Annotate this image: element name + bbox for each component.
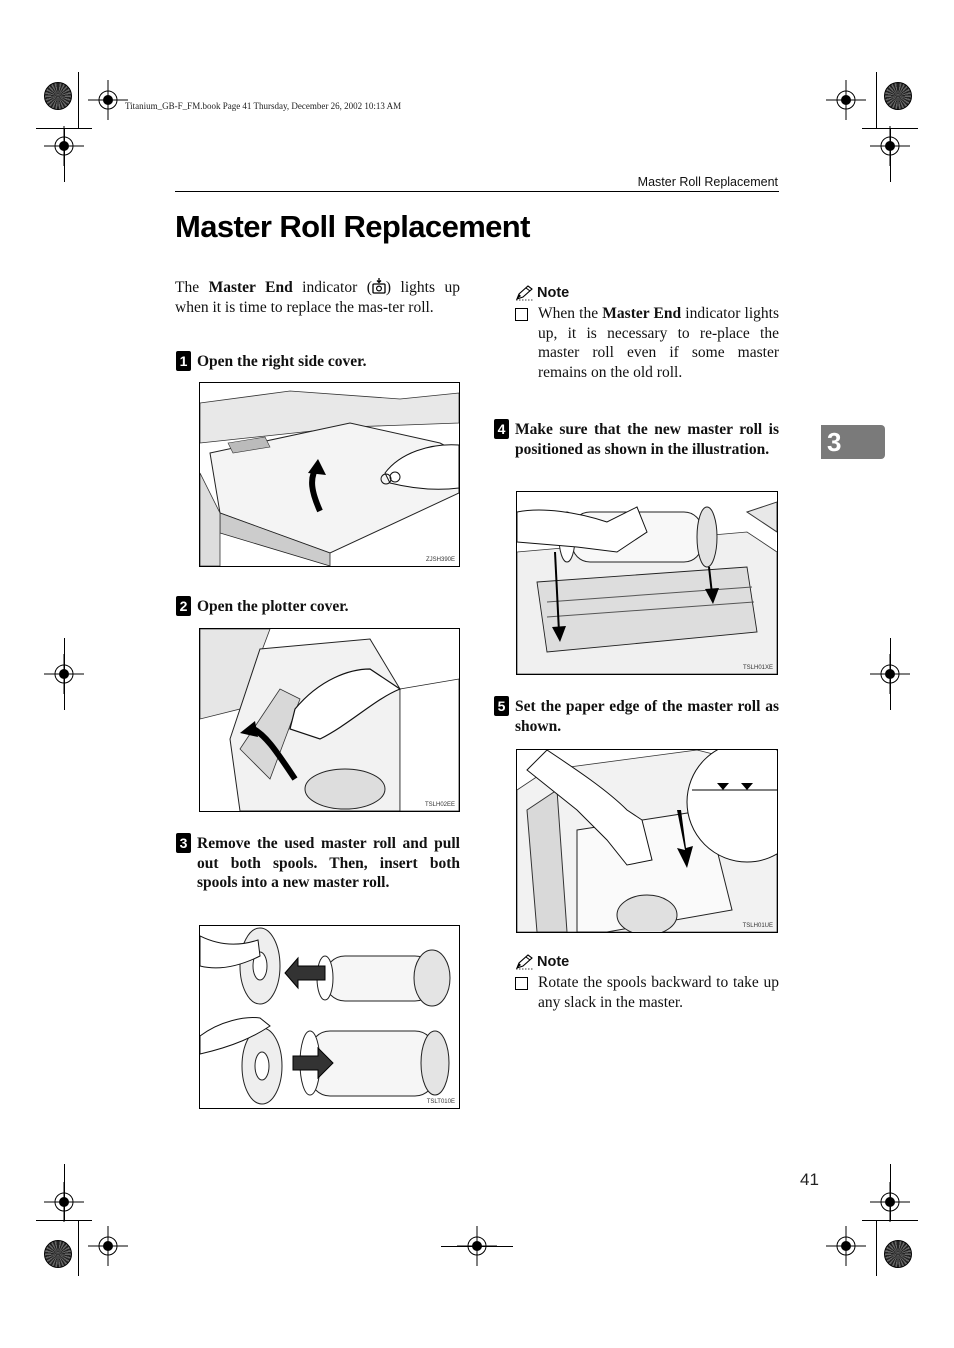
- color-bar-icon: [884, 82, 912, 110]
- figure-code: TSLH02EE: [424, 802, 455, 808]
- bullet-box-icon: [515, 977, 528, 990]
- intro-text: ) lights up when it is time to replace t…: [175, 279, 460, 316]
- header-rule: [175, 191, 779, 192]
- intro-paragraph: The Master End indicator () lights up wh…: [175, 278, 460, 317]
- intro-text: The: [175, 279, 209, 296]
- step-text: Open the plotter cover.: [197, 598, 349, 615]
- registration-mark-icon: [44, 126, 84, 166]
- crop-mark: [78, 72, 79, 128]
- step-number: 2: [176, 596, 191, 616]
- registration-mark-icon: [44, 1182, 84, 1222]
- running-head: Master Roll Replacement: [637, 175, 778, 189]
- print-slug: Titanium_GB-F_FM.book Page 41 Thursday, …: [125, 101, 402, 111]
- color-bar-icon: [44, 82, 72, 110]
- figure-code: ZJSH390E: [425, 557, 455, 563]
- pencil-icon: [516, 285, 533, 301]
- page-title: Master Roll Replacement: [175, 209, 530, 244]
- step-number: 4: [494, 419, 509, 439]
- note-heading: Note: [515, 285, 779, 301]
- step-text: Remove the used master roll and pull out…: [197, 835, 460, 892]
- registration-mark-icon: [870, 1182, 910, 1222]
- note-item: When the Master End indicator lights up,…: [515, 304, 779, 382]
- step-number: 5: [494, 696, 509, 716]
- page-number: 41: [800, 1170, 819, 1189]
- crop-mark: [64, 638, 65, 710]
- master-end-label: Master End: [602, 305, 682, 322]
- step-number: 3: [176, 833, 191, 853]
- figure-code: TSLH01UE: [742, 923, 773, 929]
- master-end-label: Master End: [208, 279, 293, 296]
- registration-mark-icon: [88, 1226, 128, 1266]
- note-1: Note When the Master End indicator light…: [515, 285, 779, 382]
- step-text: Set the paper edge of the master roll as…: [515, 698, 779, 735]
- step-4-illustration: TSLH01XE: [516, 491, 778, 675]
- step-2: 2 Open the plotter cover.: [176, 596, 460, 617]
- registration-mark-icon: [88, 80, 128, 120]
- note-2: Note Rotate the spools backward to take …: [515, 954, 779, 1012]
- step-3-illustration: TSLT010E: [199, 925, 460, 1109]
- note-heading: Note: [515, 954, 779, 970]
- registration-mark-icon: [826, 80, 866, 120]
- step-2-illustration: TSLH02EE: [199, 628, 460, 812]
- registration-mark-icon: [870, 126, 910, 166]
- crop-mark: [876, 1220, 877, 1276]
- note-text: When the Master End indicator lights up,…: [538, 305, 779, 381]
- registration-mark-icon: [826, 1226, 866, 1266]
- pencil-icon: [516, 954, 533, 970]
- step-1-illustration: ZJSH390E: [199, 382, 460, 567]
- step-number: 1: [176, 351, 191, 371]
- bullet-box-icon: [515, 308, 528, 321]
- note-text: Rotate the spools backward to take up an…: [538, 974, 779, 1011]
- crop-mark: [876, 72, 877, 128]
- crop-mark: [890, 638, 891, 710]
- step-5: 5 Set the paper edge of the master roll …: [494, 696, 779, 736]
- figure-code: TSLT010E: [426, 1099, 455, 1105]
- note-label: Note: [537, 954, 570, 970]
- step-3: 3 Remove the used master roll and pull o…: [176, 833, 460, 893]
- color-bar-icon: [44, 1240, 72, 1268]
- note-item: Rotate the spools backward to take up an…: [515, 973, 779, 1012]
- intro-text: indicator (: [292, 279, 372, 296]
- step-text: Open the right side cover.: [197, 353, 367, 370]
- step-text: Make sure that the new master roll is po…: [515, 421, 779, 458]
- master-end-indicator-icon: [372, 278, 386, 294]
- chapter-tab: 3: [821, 425, 885, 459]
- note-label: Note: [537, 285, 570, 301]
- crop-mark: [441, 1246, 513, 1247]
- color-bar-icon: [884, 1240, 912, 1268]
- step-4: 4 Make sure that the new master roll is …: [494, 419, 779, 459]
- chapter-number: 3: [827, 427, 842, 457]
- crop-mark: [78, 1220, 79, 1276]
- step-1: 1 Open the right side cover.: [176, 351, 460, 372]
- step-5-illustration: TSLH01UE: [516, 749, 778, 933]
- figure-code: TSLH01XE: [742, 665, 773, 671]
